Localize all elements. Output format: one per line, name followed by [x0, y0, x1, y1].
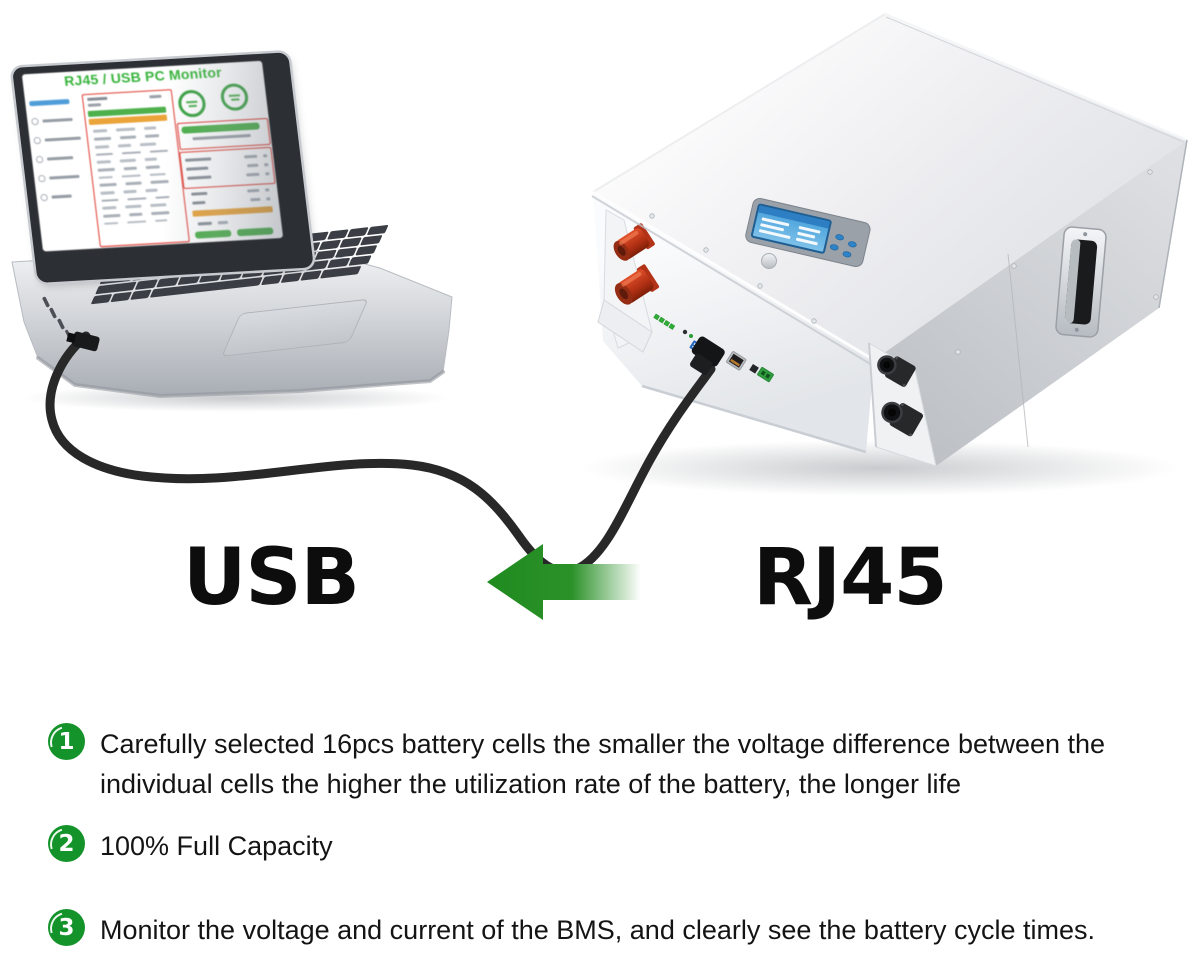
usb-label: USB — [183, 533, 360, 623]
battery-connector-1 — [877, 355, 916, 387]
battery-unit — [591, 12, 1188, 467]
laptop-trackpad — [223, 299, 367, 357]
feature-item-1: 1 Carefully selected 16pcs battery cells… — [43, 719, 1180, 804]
feature-text: 100% Full Capacity — [100, 831, 333, 861]
battery-front-cover — [593, 14, 1187, 360]
laptop-screen: RJ45 / USB PC Monitor — [12, 52, 314, 283]
power-led-dot — [689, 334, 693, 338]
usb-rj45-cable — [45, 331, 716, 576]
battery-shadow — [580, 440, 1180, 496]
battery-terminal-negative — [614, 264, 660, 305]
feature-number: 1 — [58, 728, 75, 755]
battery-round-button — [761, 253, 777, 269]
feature-item-3: 3 Monitor the voltage and current of the… — [43, 905, 1095, 951]
usb-plug — [66, 331, 100, 352]
battery-handle — [1055, 226, 1107, 338]
battery-terminal-positive — [613, 223, 655, 261]
battery-lcd-panel — [745, 197, 871, 268]
feature-item-2: 2 100% Full Capacity — [43, 821, 333, 867]
screws — [649, 169, 1159, 355]
feature-number: 3 — [58, 914, 75, 941]
rj45-label: RJ45 — [753, 533, 948, 623]
aux-port — [749, 364, 759, 374]
screen-glare — [21, 60, 284, 252]
monitor-app: RJ45 / USB PC Monitor — [21, 60, 284, 252]
battery-connector-2 — [881, 401, 924, 437]
arrow-left-icon — [487, 544, 641, 620]
feature-text: Carefully selected 16pcs battery cells t… — [100, 729, 1106, 799]
reset-button-dot — [682, 329, 688, 335]
battery-mount-flange — [597, 299, 653, 353]
green-terminal-block — [757, 366, 774, 383]
rj45-plug — [690, 336, 725, 375]
feature-number: 2 — [58, 830, 75, 857]
battery-bottom-face — [593, 192, 874, 452]
lcd-buttons — [829, 234, 857, 258]
feature-badge-3: 3 — [43, 905, 89, 951]
feature-badge-1: 1 — [43, 719, 89, 765]
battery-led-indicators — [653, 313, 676, 330]
rj45-port-empty — [726, 351, 747, 371]
feature-text: Monitor the voltage and current of the B… — [100, 915, 1095, 945]
feature-badge-2: 2 — [43, 821, 89, 867]
battery-side-face — [874, 140, 1187, 466]
